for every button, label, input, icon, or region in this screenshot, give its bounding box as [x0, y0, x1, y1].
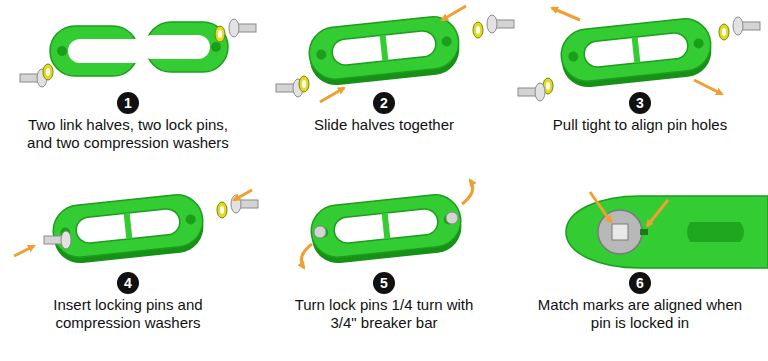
pin-head — [446, 212, 458, 224]
washer — [215, 26, 225, 42]
step-caption: Turn lock pins 1/4 turn with 3/4" breake… — [294, 296, 474, 332]
link-closeup — [566, 192, 768, 268]
lock-pin — [231, 195, 258, 213]
washer — [43, 64, 53, 80]
chain-link — [559, 16, 714, 89]
chain-link — [307, 14, 462, 87]
push-arrow — [320, 88, 344, 102]
lock-pin — [44, 231, 71, 249]
washer — [719, 24, 729, 40]
step-number: 3 — [629, 92, 651, 114]
chain-link — [51, 192, 206, 265]
step-number: 5 — [373, 272, 395, 294]
chain-link — [309, 192, 464, 265]
step-caption: Match marks are aligned when pin is lock… — [533, 296, 748, 332]
spacer — [254, 182, 262, 186]
step-number: 4 — [117, 272, 139, 294]
step-caption: Two link halves, two lock pins, and two … — [17, 116, 239, 152]
lock-pin — [487, 15, 514, 33]
washer — [473, 22, 483, 38]
turn-arrow — [301, 244, 312, 268]
pull-arrow — [694, 80, 722, 94]
pull-arrow — [552, 8, 580, 20]
step-caption: Slide halves together — [259, 116, 509, 134]
pin-head — [314, 226, 326, 238]
callout-number: 3 — [636, 96, 644, 110]
lock-pin — [518, 83, 545, 101]
washer — [217, 202, 227, 218]
callout-number: 1 — [124, 96, 132, 110]
step-number: 6 — [629, 272, 651, 294]
step-number: 2 — [373, 92, 395, 114]
turn-arrow — [462, 180, 473, 204]
insert-arrow — [234, 190, 252, 200]
push-arrow — [442, 6, 466, 20]
callout-number: 2 — [380, 96, 388, 110]
step-caption: Pull tight to align pin holes — [515, 116, 765, 134]
lock-pin — [229, 19, 256, 37]
step-number: 1 — [117, 92, 139, 114]
callout-number: 4 — [124, 276, 132, 290]
insert-arrow — [14, 246, 34, 256]
link-halves — [50, 22, 228, 76]
lock-pin — [733, 17, 760, 35]
callout-number: 6 — [636, 276, 644, 290]
step-caption: Insert locking pins and compression wash… — [33, 296, 223, 332]
washer — [299, 76, 309, 92]
callout-number: 5 — [380, 276, 388, 290]
